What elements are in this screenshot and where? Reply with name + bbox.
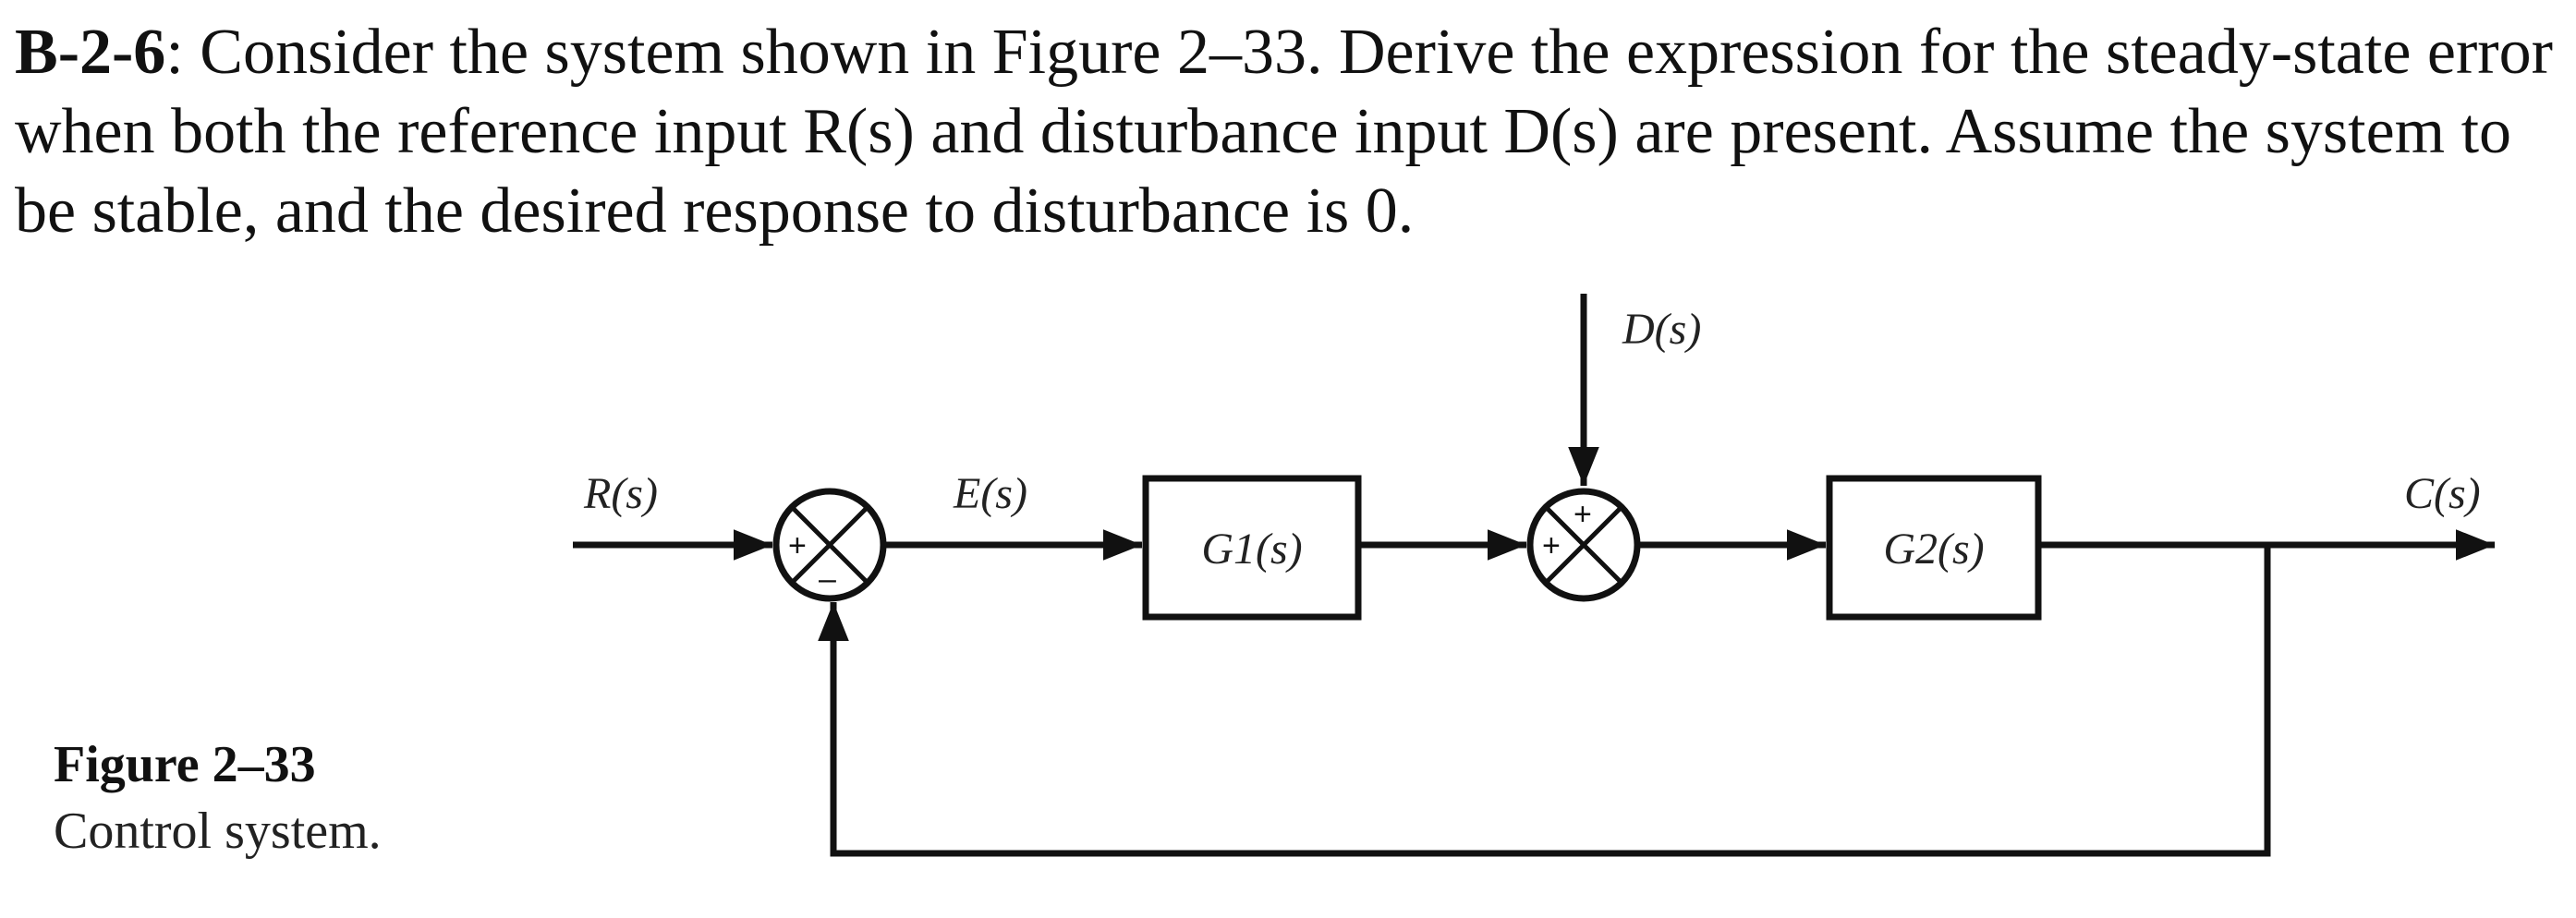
g1-label: G1(s): [1201, 525, 1302, 574]
figure-title: Figure 2–33: [54, 736, 316, 793]
feedback-path: [818, 545, 2271, 857]
junction-1-plus-sign: +: [788, 528, 807, 563]
summing-junction-1: + –: [772, 488, 887, 602]
problem-statement: B-2-6: Consider the system shown in Figu…: [15, 13, 2565, 251]
g2-label: G2(s): [1883, 525, 1984, 574]
disturbance-input-label: D(s): [1622, 305, 1701, 354]
summing-junction-2: + +: [1526, 488, 1641, 602]
figure-caption: Figure 2–33 Control system.: [54, 731, 382, 864]
g2-block: G2(s): [1826, 475, 2042, 621]
figure-subtitle: Control system.: [54, 803, 382, 860]
problem-text: : Consider the system shown in Figure 2–…: [15, 17, 2553, 247]
output-label: C(s): [2404, 469, 2481, 518]
g1-block: G1(s): [1142, 475, 1362, 621]
error-signal-label: E(s): [953, 469, 1027, 518]
junction-2-top-plus-sign: +: [1574, 497, 1592, 532]
junction-1-minus-sign: –: [819, 562, 836, 597]
junction-2-left-plus-sign: +: [1542, 528, 1561, 563]
problem-id: B-2-6: [15, 17, 166, 88]
reference-input-label: R(s): [583, 469, 658, 518]
